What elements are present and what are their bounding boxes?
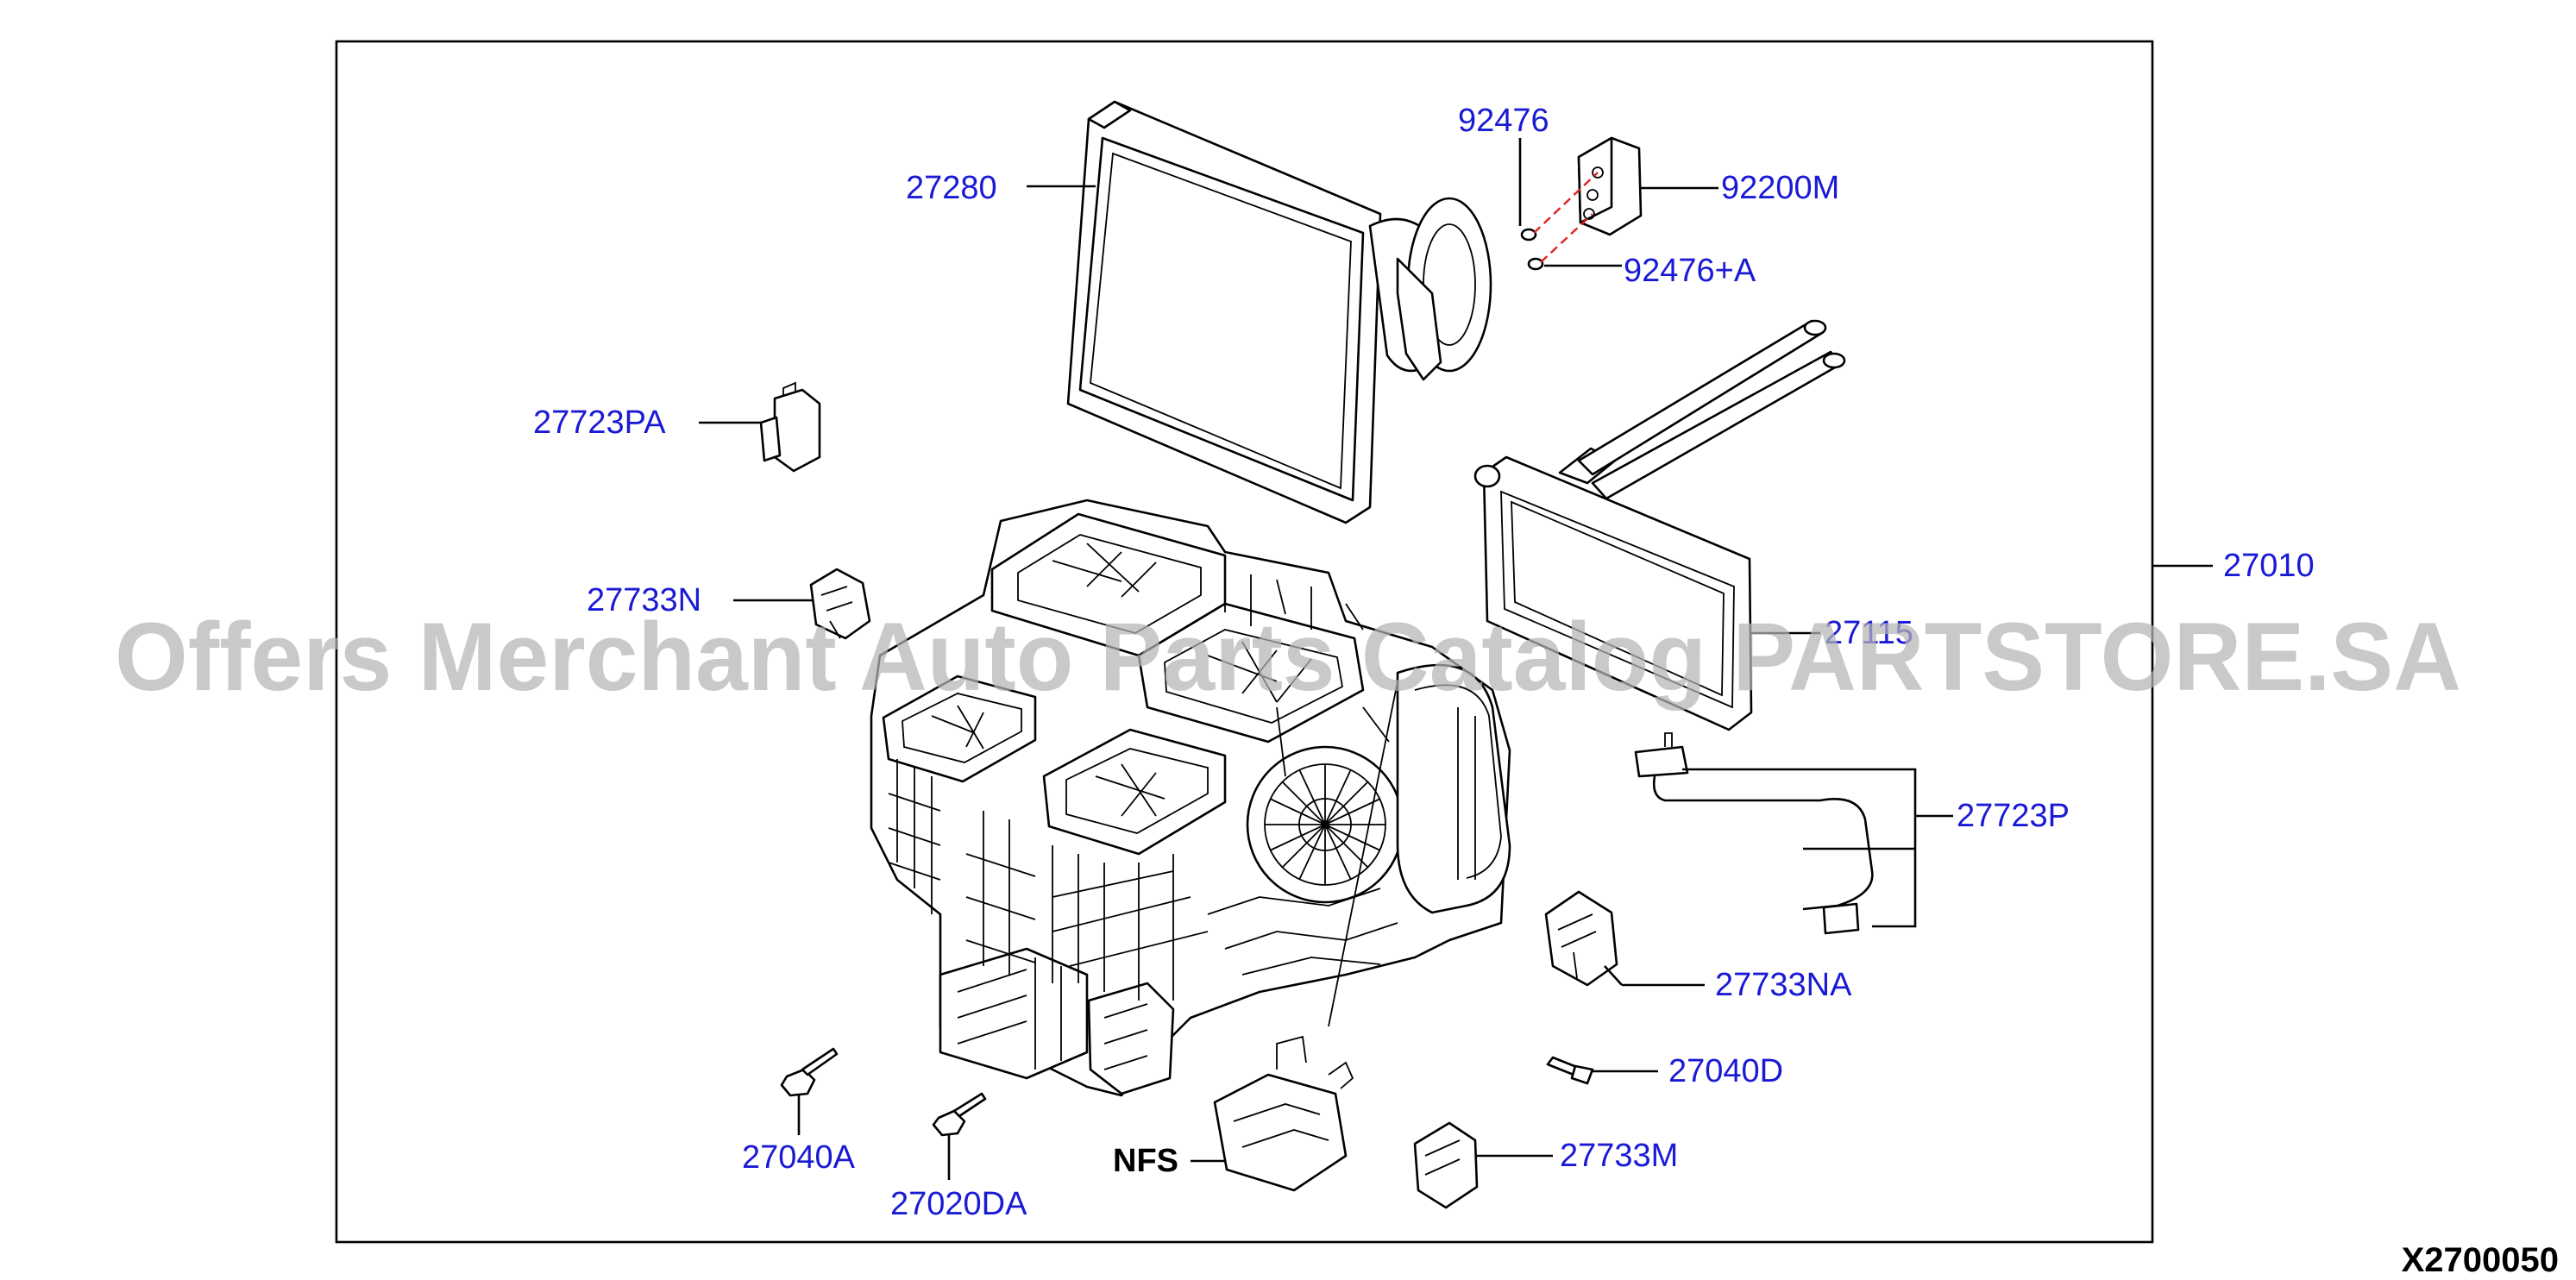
label-92476a: 92476+A <box>1624 253 1756 289</box>
label-27733m: 27733M <box>1560 1138 1678 1174</box>
sensor-harness-part[interactable] <box>1634 732 1874 935</box>
screw-27040a-part[interactable] <box>780 1047 839 1097</box>
seal-dashes <box>1533 172 1599 263</box>
actuator-27723pa-part[interactable] <box>759 381 821 473</box>
label-27723p: 27723P <box>1957 798 2070 834</box>
leader-27733na <box>1604 965 1623 986</box>
expansion-valve-part[interactable] <box>1577 136 1643 236</box>
heater-unit-assembly[interactable] <box>870 499 1511 1097</box>
screw-27020da-part[interactable] <box>932 1092 987 1137</box>
label-27723pa: 27723PA <box>533 405 666 441</box>
bracket-nfs-part[interactable] <box>1213 1035 1354 1192</box>
label-27020da: 27020DA <box>890 1186 1027 1222</box>
label-27280: 27280 <box>906 170 997 206</box>
label-27140: 27115 <box>1825 615 1913 651</box>
label-27733n: 27733N <box>587 582 701 618</box>
watermark: Offers Merchant Auto Parts Catalog PARTS… <box>115 603 2461 711</box>
label-92200m: 92200M <box>1721 170 1839 206</box>
heater-core-part[interactable] <box>1473 319 1846 731</box>
label-27040a: 27040A <box>742 1139 856 1176</box>
actuator-27733m-part[interactable] <box>1413 1121 1479 1209</box>
actuator-27733na-part[interactable] <box>1544 890 1618 987</box>
o-ring-seals[interactable] <box>1520 228 1544 271</box>
diagram-frame <box>335 40 2154 1244</box>
evaporator-part[interactable] <box>1066 100 1492 524</box>
leader-27723p <box>1682 768 1953 928</box>
screw-27040d-part[interactable] <box>1546 1056 1594 1085</box>
diagram-code: X2700050 <box>2402 1241 2559 1279</box>
label-92476: 92476 <box>1458 103 1549 139</box>
label-27040d: 27040D <box>1668 1053 1783 1089</box>
label-27010: 27010 <box>2223 548 2315 584</box>
label-nfs: NFS <box>1113 1143 1178 1179</box>
label-27733na: 27733NA <box>1715 967 1852 1003</box>
actuator-27733n-part[interactable] <box>809 568 871 640</box>
